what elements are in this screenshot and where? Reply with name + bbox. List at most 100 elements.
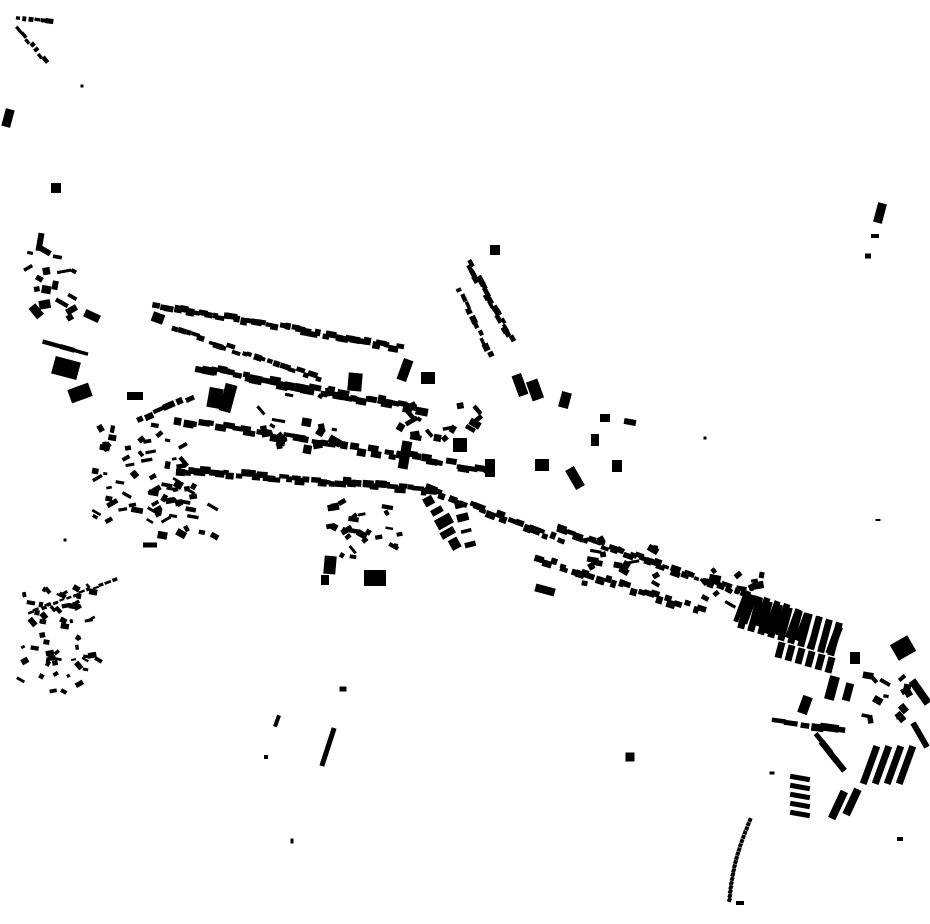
- building: [897, 702, 910, 715]
- building: [703, 577, 714, 585]
- building: [408, 401, 417, 409]
- building: [787, 609, 803, 645]
- building: [16, 676, 26, 684]
- building: [74, 603, 81, 610]
- building: [314, 328, 322, 337]
- building: [422, 494, 436, 508]
- building: [383, 509, 390, 517]
- building: [387, 344, 399, 353]
- building: [457, 464, 471, 474]
- building: [430, 505, 444, 517]
- building: [245, 351, 253, 358]
- building: [239, 317, 248, 326]
- building: [41, 586, 48, 593]
- building: [118, 507, 128, 512]
- building: [727, 893, 733, 899]
- building: [80, 84, 84, 88]
- building: [129, 469, 140, 480]
- building: [287, 366, 297, 374]
- building: [284, 392, 294, 398]
- building: [817, 618, 833, 654]
- building: [455, 287, 462, 293]
- building: [85, 586, 91, 592]
- building: [559, 566, 569, 574]
- building: [183, 485, 191, 492]
- building: [52, 254, 63, 260]
- building: [897, 673, 907, 682]
- building: [74, 679, 85, 689]
- building: [804, 650, 816, 668]
- building: [215, 314, 225, 322]
- building: [185, 506, 197, 513]
- building: [464, 424, 476, 433]
- building: [166, 497, 175, 504]
- building: [388, 453, 397, 461]
- building: [731, 867, 737, 874]
- building: [435, 459, 444, 467]
- building: [121, 491, 132, 500]
- building: [302, 372, 310, 379]
- building: [712, 589, 720, 598]
- building: [824, 656, 836, 674]
- building: [396, 357, 414, 383]
- building: [367, 444, 379, 453]
- building: [161, 400, 176, 411]
- building: [527, 524, 542, 536]
- building: [873, 202, 887, 224]
- building: [490, 304, 499, 312]
- building: [259, 356, 266, 362]
- building: [737, 594, 753, 630]
- building: [534, 583, 556, 597]
- building: [323, 555, 337, 575]
- building: [308, 383, 322, 392]
- building: [233, 315, 241, 323]
- building: [150, 422, 160, 429]
- building: [842, 787, 862, 817]
- building: [23, 263, 34, 272]
- building: [91, 467, 99, 475]
- building: [104, 516, 114, 524]
- building: [177, 326, 188, 335]
- building: [81, 656, 89, 663]
- building: [814, 653, 826, 671]
- building: [818, 739, 834, 756]
- building: [105, 441, 112, 449]
- building: [350, 512, 358, 520]
- building: [737, 842, 743, 848]
- building: [895, 714, 903, 720]
- building: [71, 584, 81, 593]
- building: [163, 305, 174, 313]
- building: [355, 529, 368, 540]
- building: [736, 846, 742, 853]
- building: [409, 430, 421, 439]
- building: [579, 536, 592, 543]
- building: [732, 859, 739, 865]
- building: [150, 499, 160, 507]
- building: [24, 38, 31, 45]
- building: [286, 476, 293, 483]
- building: [152, 405, 166, 415]
- building: [264, 755, 268, 759]
- building: [20, 656, 30, 666]
- building: [784, 644, 796, 662]
- building: [645, 556, 658, 567]
- building: [464, 540, 477, 549]
- building: [767, 603, 783, 639]
- building: [618, 565, 630, 577]
- building: [879, 677, 891, 687]
- building: [612, 460, 622, 472]
- building: [910, 721, 930, 749]
- building: [490, 245, 500, 255]
- building: [581, 580, 588, 587]
- building: [370, 450, 382, 459]
- building: [38, 601, 44, 608]
- building: [137, 435, 146, 444]
- building: [324, 387, 332, 397]
- building: [703, 436, 707, 440]
- building: [903, 689, 914, 698]
- building: [833, 758, 847, 773]
- building: [866, 714, 874, 724]
- building: [448, 424, 458, 434]
- building: [875, 519, 881, 521]
- building: [45, 649, 55, 657]
